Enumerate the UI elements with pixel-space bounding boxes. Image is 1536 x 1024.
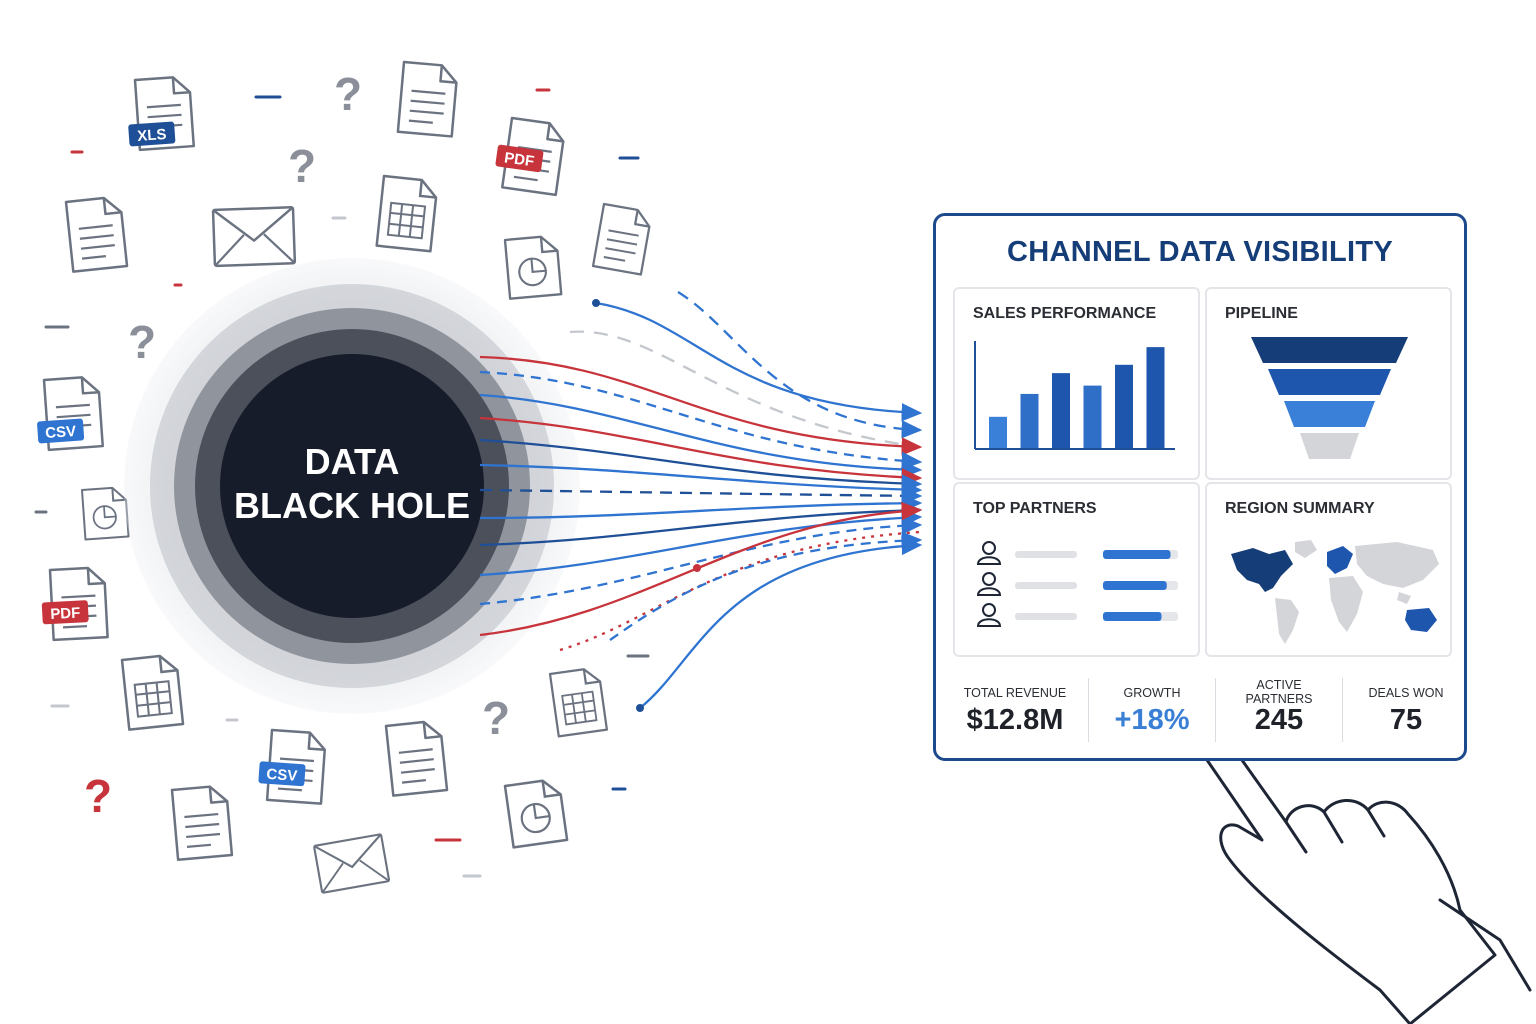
document-icon — [396, 60, 460, 138]
sales-performance-panel[interactable]: SALES PERFORMANCE — [953, 287, 1200, 480]
partner-name-placeholder — [1015, 551, 1077, 558]
black-hole-label-line1: DATA — [305, 441, 400, 482]
partner-row — [976, 603, 1178, 627]
kpi-label: GROWTH — [1123, 686, 1181, 700]
sales-bar — [1146, 347, 1165, 448]
kpi-value: $12.8M — [966, 704, 1064, 736]
csv-file-icon: CSV — [37, 374, 105, 452]
kpi-deals-won[interactable]: DEALS WON 75 — [1344, 664, 1468, 754]
question-marks: ? ? ? ? ? — [84, 68, 510, 822]
map-region-australia — [1405, 608, 1437, 632]
panel-title: SALES PERFORMANCE — [973, 305, 1157, 322]
map-region-se-asia — [1397, 592, 1411, 604]
funnel-stage — [1268, 369, 1391, 395]
black-hole-label-line2: BLACK HOLE — [234, 485, 470, 526]
kpi-divider — [1215, 678, 1216, 742]
svg-text:CSV: CSV — [45, 423, 77, 442]
document-icon — [384, 719, 449, 797]
kpi-divider — [1088, 678, 1089, 742]
kpi-label-line2: PARTNERS — [1245, 692, 1313, 706]
partner-bar — [1103, 612, 1162, 621]
dashboard-title: CHANNEL DATA VISIBILITY — [1006, 236, 1394, 268]
question-mark-icon: ? — [334, 68, 362, 120]
spreadsheet-icon — [120, 653, 185, 731]
kpi-divider — [1342, 678, 1343, 742]
question-mark-icon: ? — [84, 770, 112, 822]
panel-title: TOP PARTNERS — [973, 500, 1097, 517]
partner-bar — [1103, 581, 1167, 590]
user-icon — [982, 603, 996, 617]
csv-file-icon: CSV — [258, 728, 328, 805]
sales-bar — [989, 416, 1007, 448]
pdf-file-icon: PDF — [41, 565, 109, 642]
sales-bar — [1083, 385, 1102, 448]
kpi-label: TOTAL REVENUE — [963, 686, 1067, 700]
sales-bar — [1115, 364, 1133, 448]
funnel-stage — [1284, 401, 1375, 427]
svg-text:PDF: PDF — [50, 604, 81, 623]
spreadsheet-icon — [548, 666, 609, 738]
kpi-growth[interactable]: GROWTH +18% — [1090, 664, 1214, 754]
user-icon — [982, 541, 996, 555]
map-region-asia — [1355, 542, 1439, 588]
user-icon — [982, 572, 996, 586]
scattered-files: XLS PDF CSV PDF CSV — [37, 60, 653, 894]
panel-title: REGION SUMMARY — [1225, 500, 1375, 517]
svg-text:PDF: PDF — [503, 149, 535, 170]
pipeline-funnel — [1251, 337, 1408, 459]
spreadsheet-icon — [375, 174, 439, 253]
mail-icon — [312, 833, 391, 894]
map-region-south-america — [1275, 598, 1299, 644]
funnel-stage — [1251, 337, 1408, 363]
partner-bar — [1103, 550, 1171, 559]
pointing-hand-icon — [1192, 719, 1532, 1024]
data-flow-lines — [479, 291, 923, 712]
partner-name-placeholder — [1015, 582, 1077, 589]
svg-text:CSV: CSV — [266, 766, 298, 785]
partners-list — [976, 541, 1178, 627]
scatter-dashes — [34, 88, 650, 878]
question-mark-icon: ? — [288, 140, 316, 192]
map-region-europe — [1327, 546, 1353, 574]
mail-icon — [211, 205, 297, 268]
panel-title: PIPELINE — [1225, 305, 1298, 322]
partner-name-placeholder — [1015, 613, 1077, 620]
sales-bar — [1020, 393, 1039, 448]
document-icon — [591, 202, 653, 276]
kpi-total-revenue[interactable]: TOTAL REVENUE $12.8M — [953, 664, 1077, 754]
map-region-africa — [1329, 576, 1363, 632]
sales-bar — [1052, 373, 1070, 448]
question-mark-icon: ? — [482, 692, 510, 744]
partner-row — [976, 541, 1178, 565]
kpi-label: DEALS WON — [1368, 686, 1444, 700]
broken-chart-doc-icon — [80, 485, 130, 541]
map-region-north-america — [1231, 548, 1293, 592]
pipeline-panel[interactable]: PIPELINE — [1205, 287, 1452, 480]
sales-bar-chart — [974, 341, 1175, 450]
svg-text:XLS: XLS — [137, 126, 167, 145]
kpi-value: +18% — [1114, 704, 1190, 736]
channel-dashboard: CHANNEL DATA VISIBILITY SALES PERFORMANC… — [933, 213, 1467, 761]
pie-chart-doc-icon — [503, 234, 563, 300]
partner-row — [976, 572, 1178, 596]
kpi-label-line1: ACTIVE — [1256, 678, 1302, 692]
data-black-hole: DATA BLACK HOLE — [124, 258, 580, 714]
xls-file-icon: XLS — [128, 74, 196, 152]
top-partners-panel[interactable]: TOP PARTNERS — [953, 482, 1200, 657]
document-icon — [64, 195, 129, 273]
map-region-greenland — [1295, 540, 1317, 558]
world-map — [1231, 540, 1439, 644]
region-summary-panel[interactable]: REGION SUMMARY — [1205, 482, 1452, 657]
funnel-stage — [1300, 433, 1359, 459]
pdf-file-icon: PDF — [495, 116, 567, 197]
kpi-row: TOTAL REVENUE $12.8M GROWTH +18% ACTIVE … — [953, 664, 1452, 754]
kpi-value: 75 — [1389, 704, 1423, 736]
pie-chart-doc-icon — [503, 777, 569, 849]
kpi-value: 245 — [1254, 704, 1304, 736]
document-icon — [170, 784, 234, 861]
kpi-active-partners[interactable]: ACTIVE PARTNERS 245 — [1217, 664, 1341, 754]
question-mark-icon: ? — [128, 316, 156, 368]
